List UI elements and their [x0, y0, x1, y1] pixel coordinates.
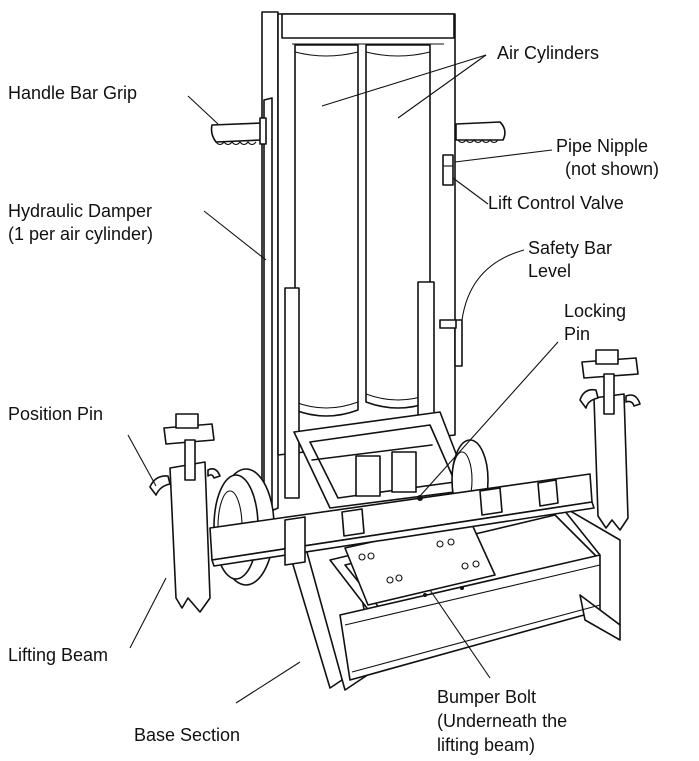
left-post	[163, 413, 215, 613]
label-handle-bar-grip: Handle Bar Grip	[8, 83, 138, 103]
label-safety-bar: Safety Bar	[528, 238, 613, 258]
leader-lines	[127, 54, 559, 704]
label-hydraulic-damper-note: (1 per air cylinder)	[8, 224, 154, 244]
safety-bar-lever	[439, 319, 463, 367]
hydraulic-damper	[263, 97, 273, 511]
label-position-pin: Position Pin	[8, 404, 104, 424]
label-bumper-bolt-note-2: lifting beam)	[437, 735, 536, 755]
label-locking-pin: Locking	[564, 301, 627, 321]
tower	[261, 11, 456, 516]
right-post	[579, 349, 641, 531]
lift-control-valve	[442, 154, 454, 186]
label-pipe-nipple: Pipe Nipple	[556, 136, 649, 156]
label-pipe-nipple-note: (not shown)	[565, 159, 660, 179]
label-hydraulic-damper: Hydraulic Damper	[8, 201, 153, 221]
label-bumper-bolt: Bumper Bolt	[437, 687, 537, 707]
label-locking-pin-2: Pin	[564, 324, 591, 344]
handle-bar-grip-right	[455, 121, 506, 144]
position-pin	[149, 468, 221, 496]
label-lift-control-valve: Lift Control Valve	[488, 193, 624, 213]
handle-bar-grip-left	[210, 117, 267, 146]
label-air-cylinders: Air Cylinders	[497, 43, 600, 63]
carriage-frame	[293, 411, 471, 509]
label-safety-bar-level: Level	[528, 261, 572, 281]
label-bumper-bolt-note-1: (Underneath the	[437, 711, 568, 731]
lifting-beam	[209, 473, 595, 567]
label-lifting-beam: Lifting Beam	[8, 645, 109, 665]
label-base-section: Base Section	[134, 725, 241, 745]
